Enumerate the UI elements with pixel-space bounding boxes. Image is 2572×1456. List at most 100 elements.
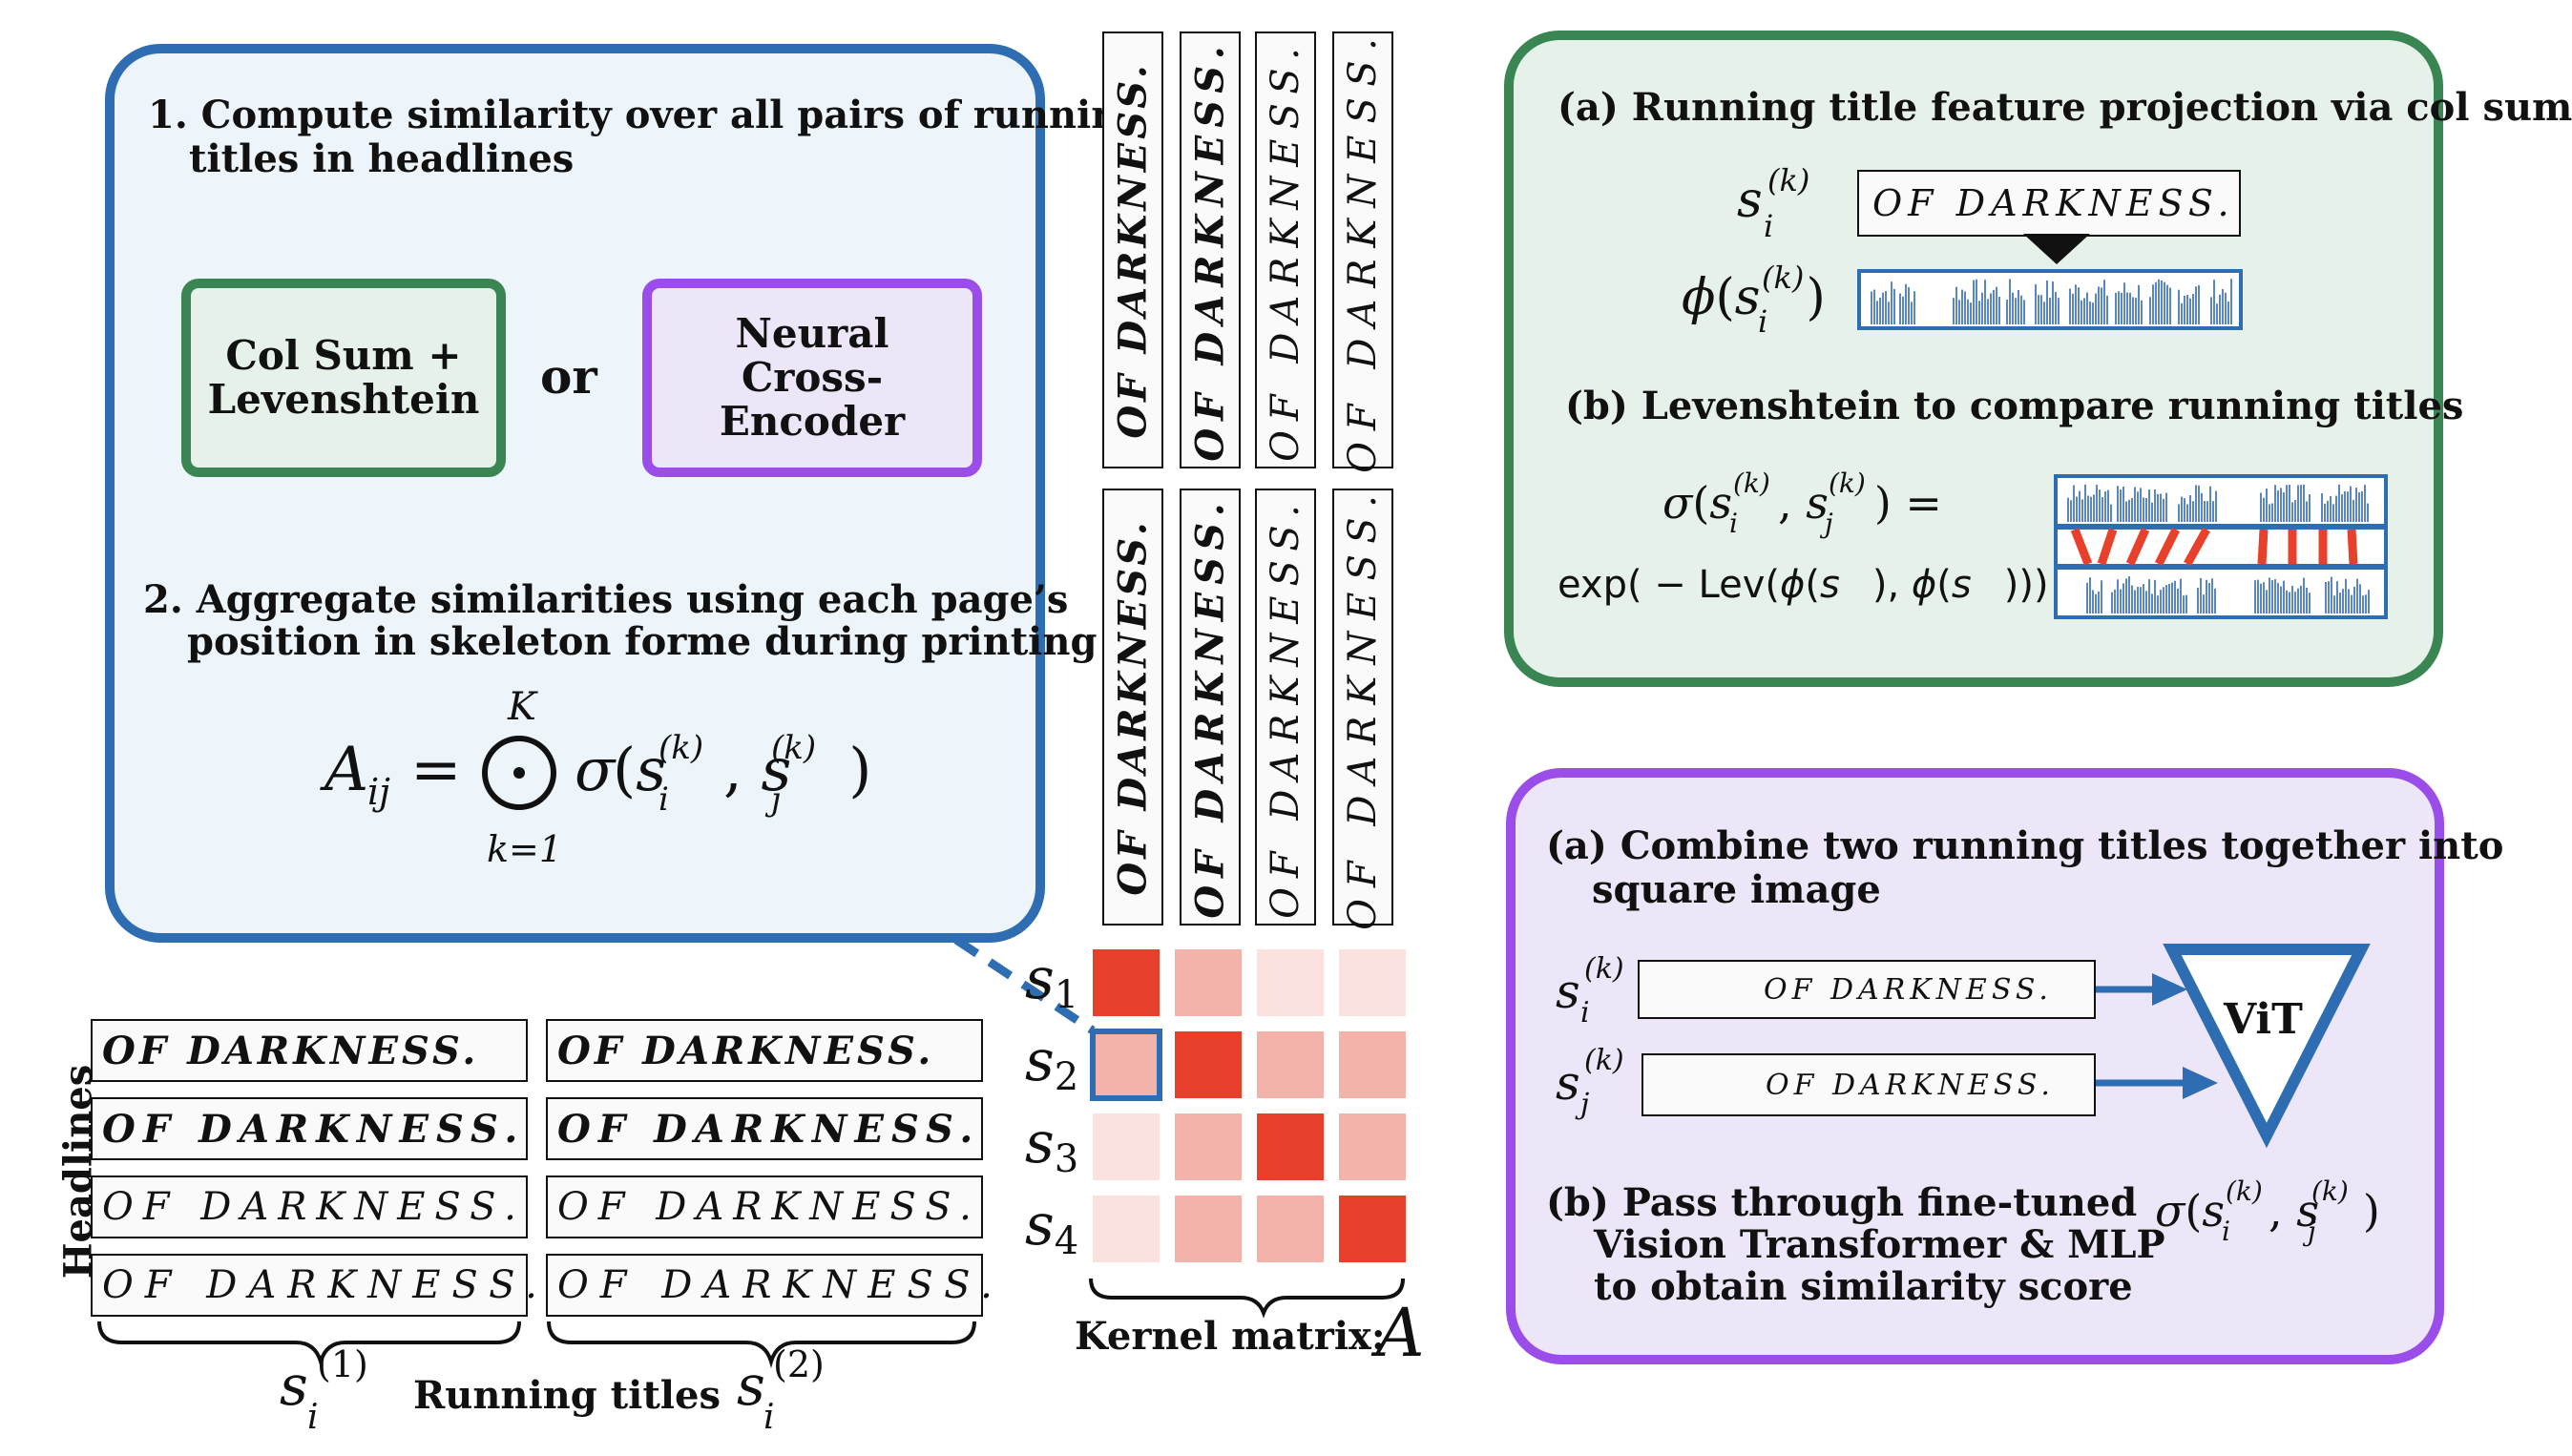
vit-si-var: s <box>1556 964 1580 1019</box>
down-arrow-icon <box>2023 234 2090 264</box>
formula-sigma: σ <box>575 735 616 804</box>
kernel-row-label: s3 <box>1025 1110 1079 1181</box>
vertical-running-title: OF DARKNESS. <box>1102 31 1163 468</box>
green-phi-expr: ϕ(s) <box>1682 269 1826 326</box>
col2-sub: i <box>763 1398 775 1437</box>
formula-sup-k-2: (k) <box>771 729 817 767</box>
lev-sub-j: j <box>1825 508 1833 539</box>
vit-strip-j: OF DARKNESS. <box>1641 1053 2096 1116</box>
running-titles-label: Running titles <box>413 1373 721 1418</box>
lev-exp-expr: exp( − Lev(ϕ(s), ϕ(s))) <box>1558 563 2049 607</box>
levenshtein-alignment <box>2054 474 2388 619</box>
kernel-cell <box>1257 1196 1324 1262</box>
kernel-cell <box>1175 1113 1242 1180</box>
running-title-strip: OF DARKNESS. <box>546 1175 983 1238</box>
kernel-cell <box>1175 1031 1242 1098</box>
colsum-line2: Levenshtein <box>207 376 480 423</box>
kernel-cell <box>1339 949 1406 1016</box>
vertical-running-title: OF DARKNESS. <box>1255 31 1316 468</box>
kernel-cell <box>1175 949 1242 1016</box>
kernel-row-label: s4 <box>1025 1192 1079 1263</box>
green-b-title: (b) Levenshtein to compare running title… <box>1565 384 2464 428</box>
running-title-strip: OF DARKNESS. <box>546 1097 983 1160</box>
running-title-strip: OF DARKNESS. <box>91 1097 528 1160</box>
running-title-strip: OF DARKNESS. <box>91 1175 528 1238</box>
step2-text-cont: position in skeleton forme during printi… <box>187 619 1098 664</box>
purple-b-title-1: (b) Pass through fine-tuned <box>1546 1180 2138 1225</box>
kernel-cell <box>1175 1196 1242 1262</box>
formula-sup-k-1: (k) <box>659 729 704 767</box>
exp-label: exp <box>1558 563 1627 607</box>
formula-upper: K <box>508 685 536 729</box>
step1-text-cont: titles in headlines <box>189 136 575 181</box>
col2-sup: (2) <box>773 1343 825 1385</box>
purple-b-title-2: Vision Transformer & MLP <box>1594 1222 2165 1267</box>
running-title-strip: OF DARKNESS. <box>91 1019 528 1082</box>
green-s-sup: (k) <box>1767 162 1810 198</box>
similarity-panel <box>105 44 1045 943</box>
vertical-running-title: OF DARKNESS. <box>1332 27 1393 473</box>
lev-sup-1: (k) <box>1733 468 1770 499</box>
kernel-cell <box>1090 1029 1162 1101</box>
formula-lower: k=1 <box>487 828 563 870</box>
formula-equals: = <box>410 735 462 805</box>
dashed-connector <box>97 936 1405 1368</box>
lev-sub-i: i <box>1729 508 1738 539</box>
kernel-cell <box>1257 949 1324 1016</box>
green-phi-sub: i <box>1758 303 1768 340</box>
kernel-cell <box>1339 1031 1406 1098</box>
colsum-feature-bars <box>1857 269 2243 330</box>
lev-label: Lev <box>1698 563 1766 607</box>
kernel-cell <box>1257 1031 1324 1098</box>
running-title-strip: OF DARKNESS. <box>546 1254 993 1317</box>
green-s-sub: i <box>1764 208 1774 244</box>
vit-triangle <box>2163 944 2371 1149</box>
vit-out-sup-2: (k) <box>2311 1175 2349 1207</box>
green-s-var: s <box>1737 172 1763 229</box>
cross-encoder-line1: Neural <box>735 310 889 357</box>
green-phi-sup: (k) <box>1762 260 1805 296</box>
colsum-line1: Col Sum + <box>225 332 462 379</box>
kernel-cell <box>1093 949 1160 1016</box>
vit-output-expr: σ(s, s) <box>2155 1185 2380 1237</box>
kernel-row-label: s2 <box>1025 1028 1079 1099</box>
or-label: or <box>540 348 597 405</box>
kernel-symbol: A <box>1376 1294 1425 1372</box>
vit-arrows <box>2096 944 2371 1149</box>
vit-sj-sup: (k) <box>1584 1044 1624 1077</box>
colsum-levenshtein-box: Col Sum +Levenshtein <box>181 279 506 477</box>
col1-sup: (1) <box>317 1343 368 1385</box>
purple-a-title-2: square image <box>1592 867 1881 912</box>
vit-sj-var: s <box>1556 1055 1580 1111</box>
kernel-cell <box>1339 1196 1406 1262</box>
vertical-running-title: OF DARKNESS. <box>1255 489 1316 926</box>
step1-text: 1. Compute similarity over all pairs of … <box>148 93 1146 137</box>
vit-strip-i: OF DARKNESS. <box>1638 960 2096 1019</box>
odot-operator <box>482 736 556 810</box>
green-a-title: (a) Running title feature projection via… <box>1558 85 2572 130</box>
col2-label: s <box>737 1353 765 1418</box>
lev-sup-2: (k) <box>1829 468 1866 499</box>
col1-sub: i <box>307 1398 319 1437</box>
kernel-cell <box>1257 1113 1324 1180</box>
vit-out-sub-j: j <box>2308 1216 2316 1247</box>
vertical-running-title: OF DARKNESS. <box>1332 484 1393 930</box>
vertical-running-title: OF DARKNESS. <box>1102 489 1163 926</box>
vit-out-sub-i: i <box>2222 1216 2230 1247</box>
running-title-strip: OF DARKNESS. <box>546 1019 983 1082</box>
formula-body: (s, s) <box>613 735 872 804</box>
kernel-row-label: s1 <box>1025 946 1079 1017</box>
vit-label: ViT <box>2224 995 2303 1044</box>
cross-encoder-line2: Cross-Encoder <box>719 354 906 445</box>
vit-si-sup: (k) <box>1584 952 1624 986</box>
kernel-cell <box>1093 1113 1160 1180</box>
formula-lhs: A <box>324 735 369 805</box>
vit-sj-sub: j <box>1580 1088 1590 1121</box>
col1-label: s <box>280 1353 308 1418</box>
kernel-cell <box>1339 1113 1406 1180</box>
green-title-strip: OF DARKNESS. <box>1857 170 2241 237</box>
running-title-strip: OF DARKNESS. <box>91 1254 537 1317</box>
step2-text: 2. Aggregate similarities using each pag… <box>143 577 1069 622</box>
kernel-cell <box>1093 1196 1160 1262</box>
